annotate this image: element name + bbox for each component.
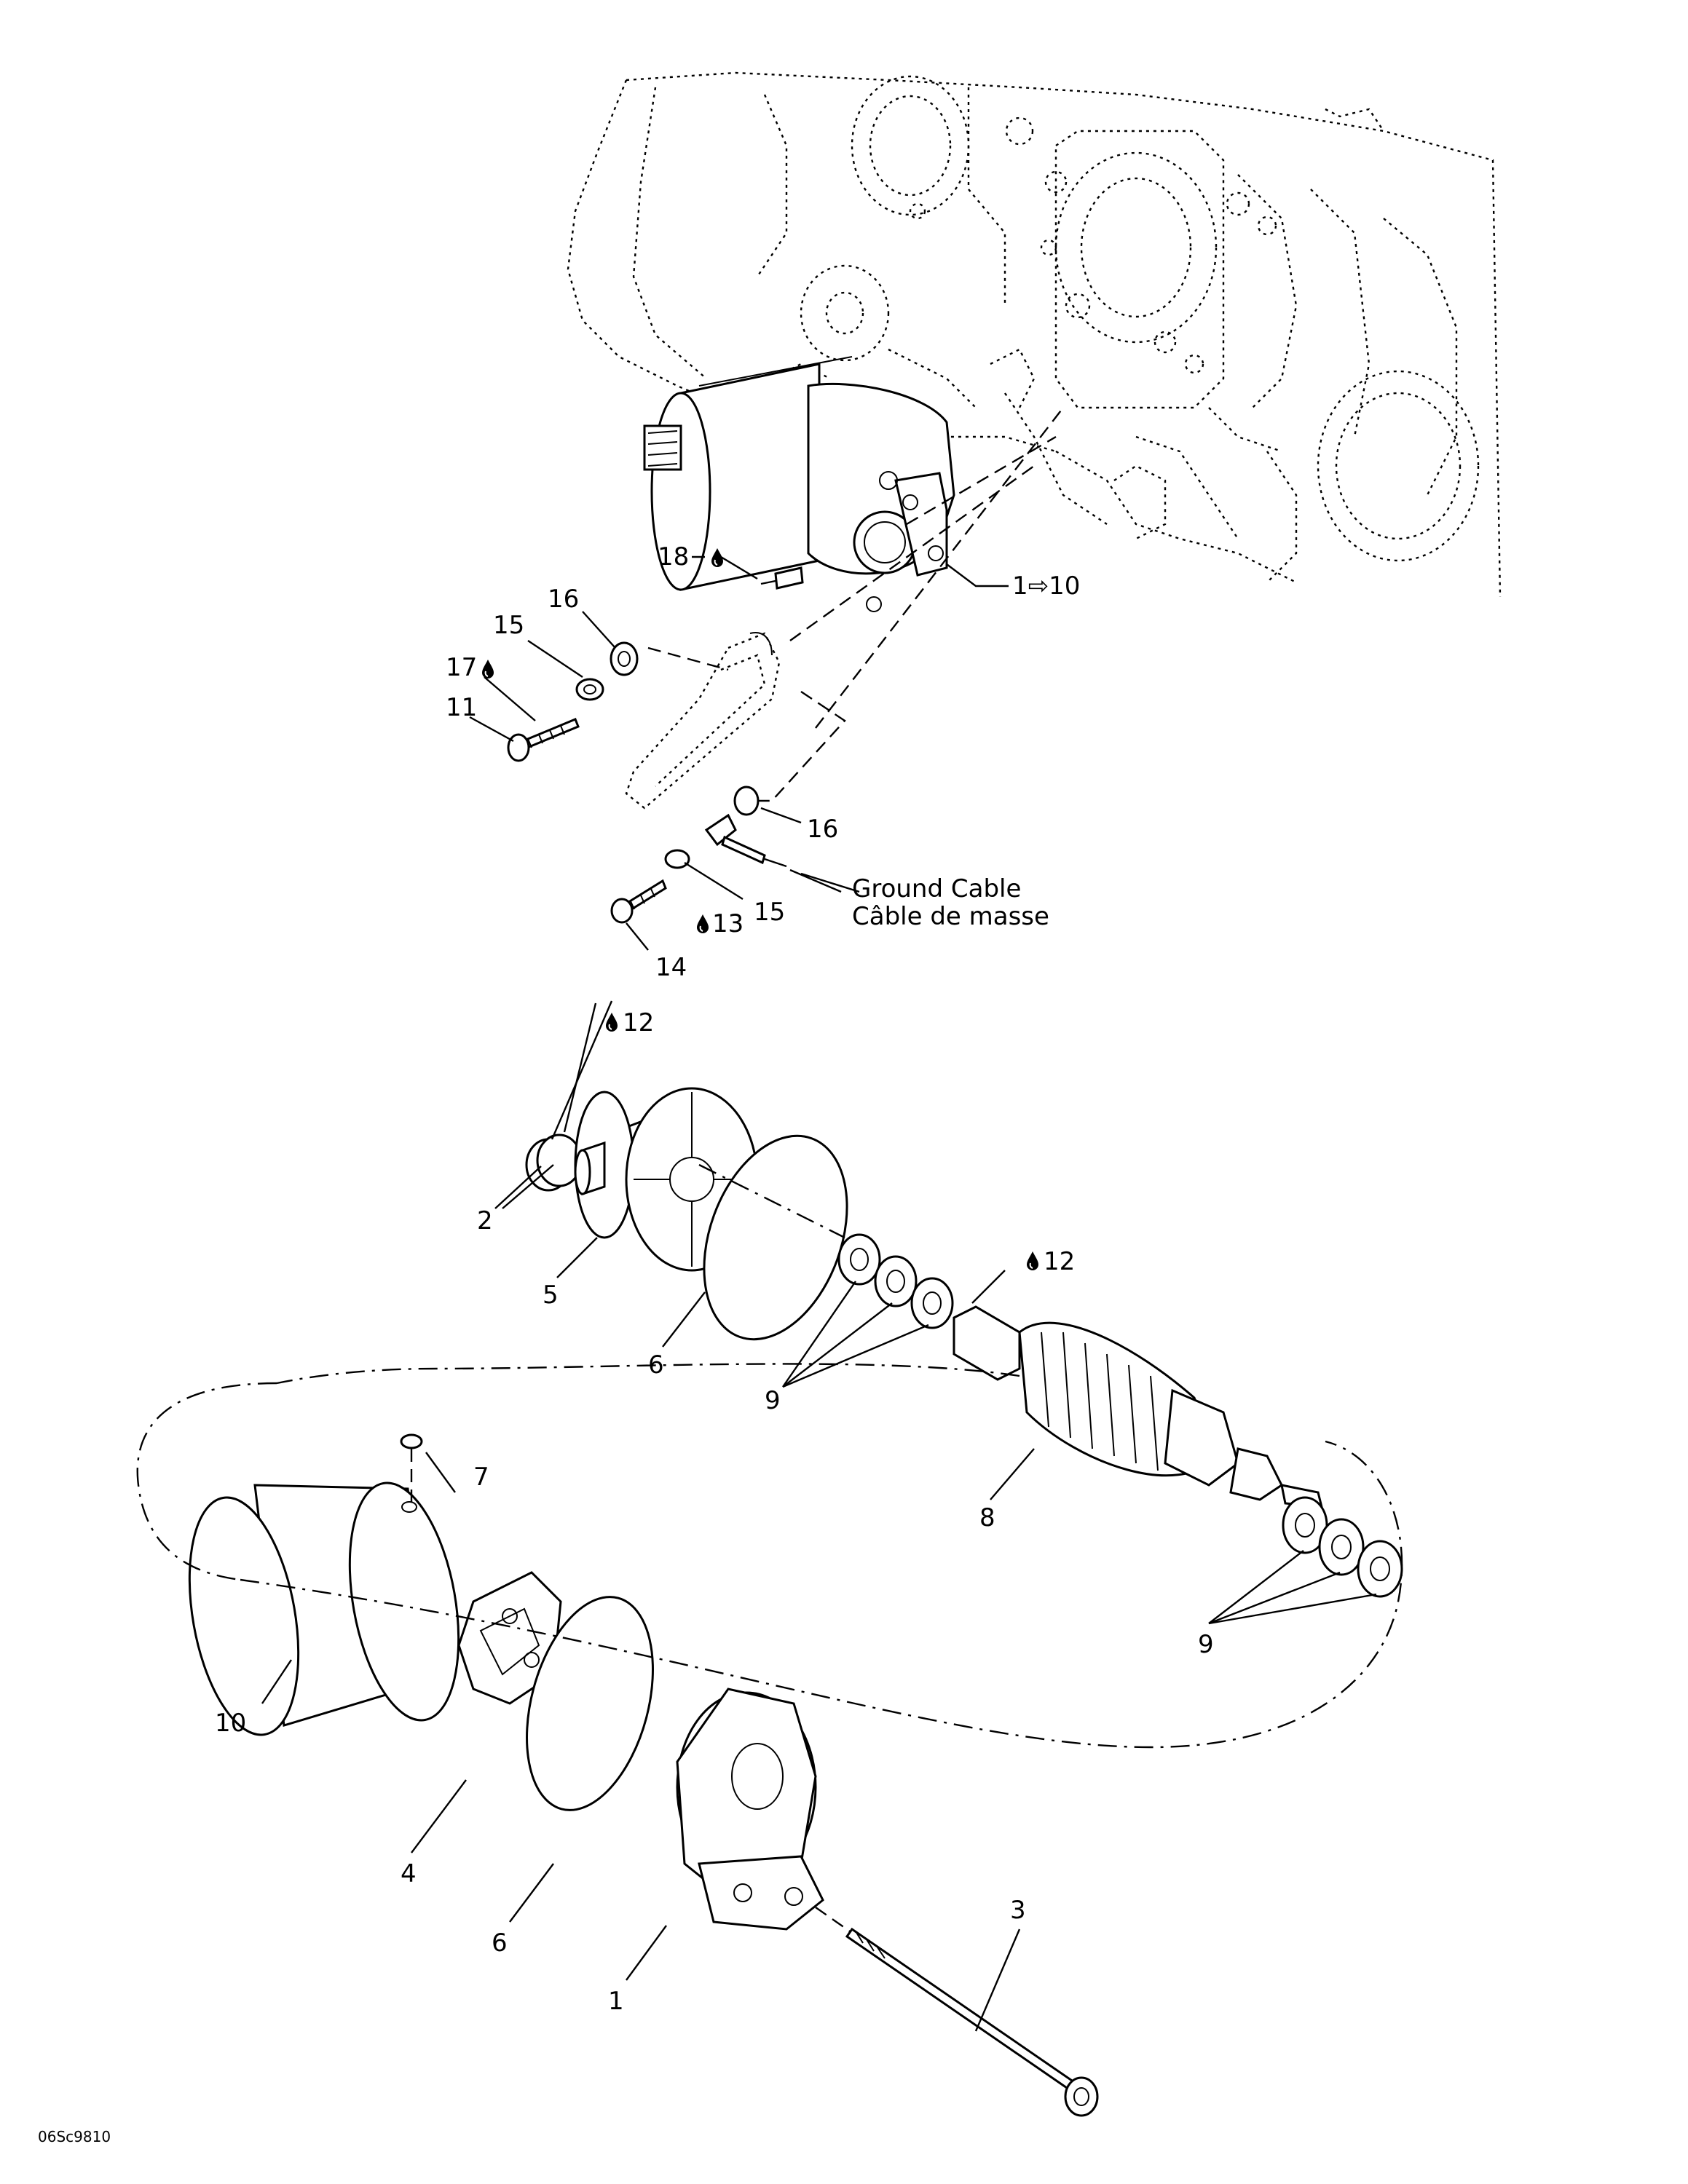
oil-drop-icon	[1026, 1251, 1039, 1271]
callout-6-upper: 6	[648, 1350, 664, 1380]
part-8-armature	[953, 1305, 1323, 1508]
callout-14: 14	[655, 953, 687, 982]
part-6-o-ring-lower	[526, 1596, 654, 1811]
callout-12-upper: 12	[623, 1008, 654, 1037]
oil-drop-icon	[605, 1012, 618, 1032]
part-9-washers-upper	[837, 1233, 954, 1329]
callout-3: 3	[1010, 1896, 1026, 1925]
part-7-o-ring-small	[400, 1433, 423, 1449]
fastener-group-upper	[507, 641, 639, 762]
part-10-yoke	[188, 1481, 460, 1736]
callout-cable-de-masse: Câble de masse	[852, 902, 1049, 931]
fastener-group-lower	[610, 786, 787, 924]
callout-6-lower: 6	[492, 1928, 508, 1958]
callout-7: 7	[473, 1463, 489, 1492]
starter-motor-assembly	[643, 356, 955, 612]
callout-13: 13	[712, 909, 744, 938]
callout-18: 18	[658, 542, 689, 571]
oil-drop-icon	[481, 659, 494, 679]
callout-1-10: 1⇨10	[1012, 571, 1080, 601]
callout-12-lower: 12	[1044, 1247, 1075, 1276]
part-9-washers-lower	[1282, 1496, 1403, 1598]
callout-11: 11	[446, 693, 477, 722]
callout-ground-cable: Ground Cable	[852, 874, 1021, 903]
part-4-brush-holder	[457, 1571, 562, 1705]
callout-8: 8	[979, 1503, 995, 1532]
callout-1: 1	[608, 1987, 624, 2016]
callout-10: 10	[215, 1709, 246, 1738]
callout-16-upper: 16	[548, 585, 579, 614]
part-6-o-ring-upper	[703, 1134, 848, 1341]
callout-15-lower: 15	[754, 898, 785, 927]
callout-9-lower: 9	[1198, 1630, 1214, 1659]
part-3-through-bolt	[815, 1907, 1099, 2117]
part-1-end-housing	[676, 1688, 824, 1931]
assembly-group-boundary	[136, 1363, 1403, 1749]
leader-lines	[261, 555, 1377, 2032]
callout-2: 2	[477, 1206, 493, 1235]
callout-5: 5	[543, 1281, 559, 1310]
callout-9-upper: 9	[765, 1386, 781, 1415]
callout-15-upper: 15	[493, 611, 524, 640]
callout-16-lower: 16	[807, 815, 838, 844]
reference-code: 06Sc9810	[38, 2128, 111, 2145]
ground-bracket	[625, 632, 846, 810]
callout-4: 4	[401, 1859, 417, 1888]
oil-drop-icon	[696, 914, 709, 934]
callout-17: 17	[446, 653, 477, 682]
